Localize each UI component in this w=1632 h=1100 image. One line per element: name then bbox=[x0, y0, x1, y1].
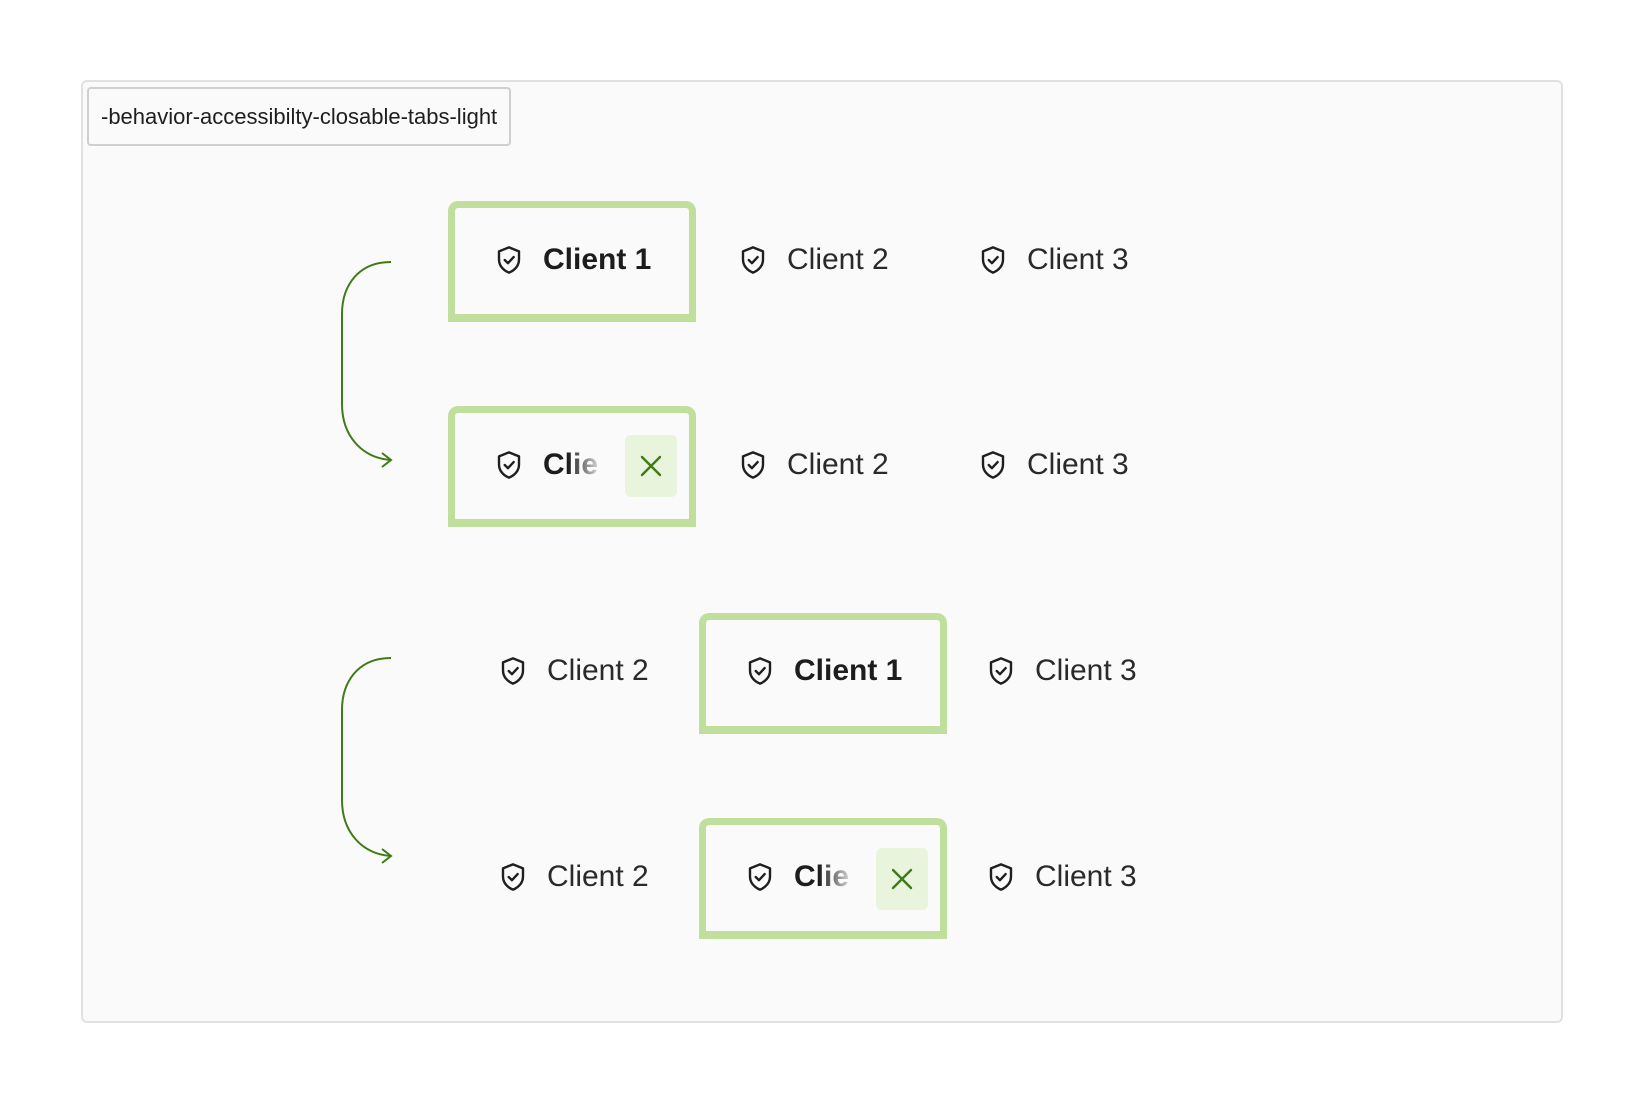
tab-focus-ring bbox=[448, 406, 696, 527]
close-icon bbox=[891, 868, 913, 890]
tab-label: Client 1 bbox=[794, 654, 903, 687]
close-tab-button[interactable] bbox=[625, 435, 677, 497]
tab-focus-ring bbox=[699, 818, 947, 939]
tab-label: Client 1 bbox=[543, 243, 652, 276]
diagram-frame bbox=[81, 80, 1563, 1023]
tab-client-2[interactable]: Client 2 bbox=[737, 243, 889, 277]
shield-check-icon bbox=[737, 449, 769, 481]
tab-label: Client 3 bbox=[1035, 654, 1137, 687]
shield-check-icon bbox=[744, 861, 776, 893]
shield-check-icon bbox=[977, 244, 1009, 276]
frame-label: -behavior-accessibilty-closable-tabs-lig… bbox=[87, 87, 512, 146]
tab-client-3[interactable]: Client 3 bbox=[977, 243, 1129, 277]
shield-check-icon bbox=[497, 861, 529, 893]
tab-focus-ring bbox=[699, 613, 947, 734]
tab-client-2[interactable]: Client 2 bbox=[737, 448, 889, 482]
tab-label: Client 2 bbox=[547, 860, 649, 893]
tab-label: Client 3 bbox=[1035, 860, 1137, 893]
tab-focus-ring bbox=[448, 201, 696, 322]
tab-client-3[interactable]: Client 3 bbox=[985, 860, 1137, 894]
curved-arrow-icon bbox=[341, 261, 393, 468]
shield-check-icon bbox=[493, 244, 525, 276]
shield-check-icon bbox=[493, 449, 525, 481]
tab-label: Client 2 bbox=[547, 654, 649, 687]
shield-check-icon bbox=[744, 655, 776, 687]
shield-check-icon bbox=[977, 449, 1009, 481]
shield-check-icon bbox=[737, 244, 769, 276]
tab-client-2[interactable]: Client 2 bbox=[497, 860, 649, 894]
tab-client-1[interactable]: Client 1 bbox=[744, 654, 902, 688]
tab-client-1[interactable]: Client 1 bbox=[493, 243, 651, 277]
tab-label: Client 3 bbox=[1027, 243, 1129, 276]
tab-label-truncated: Clie bbox=[794, 860, 850, 893]
tab-client-2[interactable]: Client 2 bbox=[497, 654, 649, 688]
tab-label: Client 2 bbox=[787, 448, 889, 481]
shield-check-icon bbox=[985, 861, 1017, 893]
shield-check-icon bbox=[985, 655, 1017, 687]
shield-check-icon bbox=[497, 655, 529, 687]
tab-label: Client 3 bbox=[1027, 448, 1129, 481]
close-tab-button[interactable] bbox=[876, 848, 928, 910]
tab-label-truncated: Clie bbox=[543, 448, 599, 481]
tab-client-3[interactable]: Client 3 bbox=[985, 654, 1137, 688]
tab-client-3[interactable]: Client 3 bbox=[977, 448, 1129, 482]
close-icon bbox=[640, 455, 662, 477]
tab-label: Client 2 bbox=[787, 243, 889, 276]
tab-client-1-closable[interactable]: Clie bbox=[744, 860, 850, 894]
tab-client-1-closable[interactable]: Clie bbox=[493, 448, 599, 482]
curved-arrow-icon bbox=[341, 657, 393, 864]
